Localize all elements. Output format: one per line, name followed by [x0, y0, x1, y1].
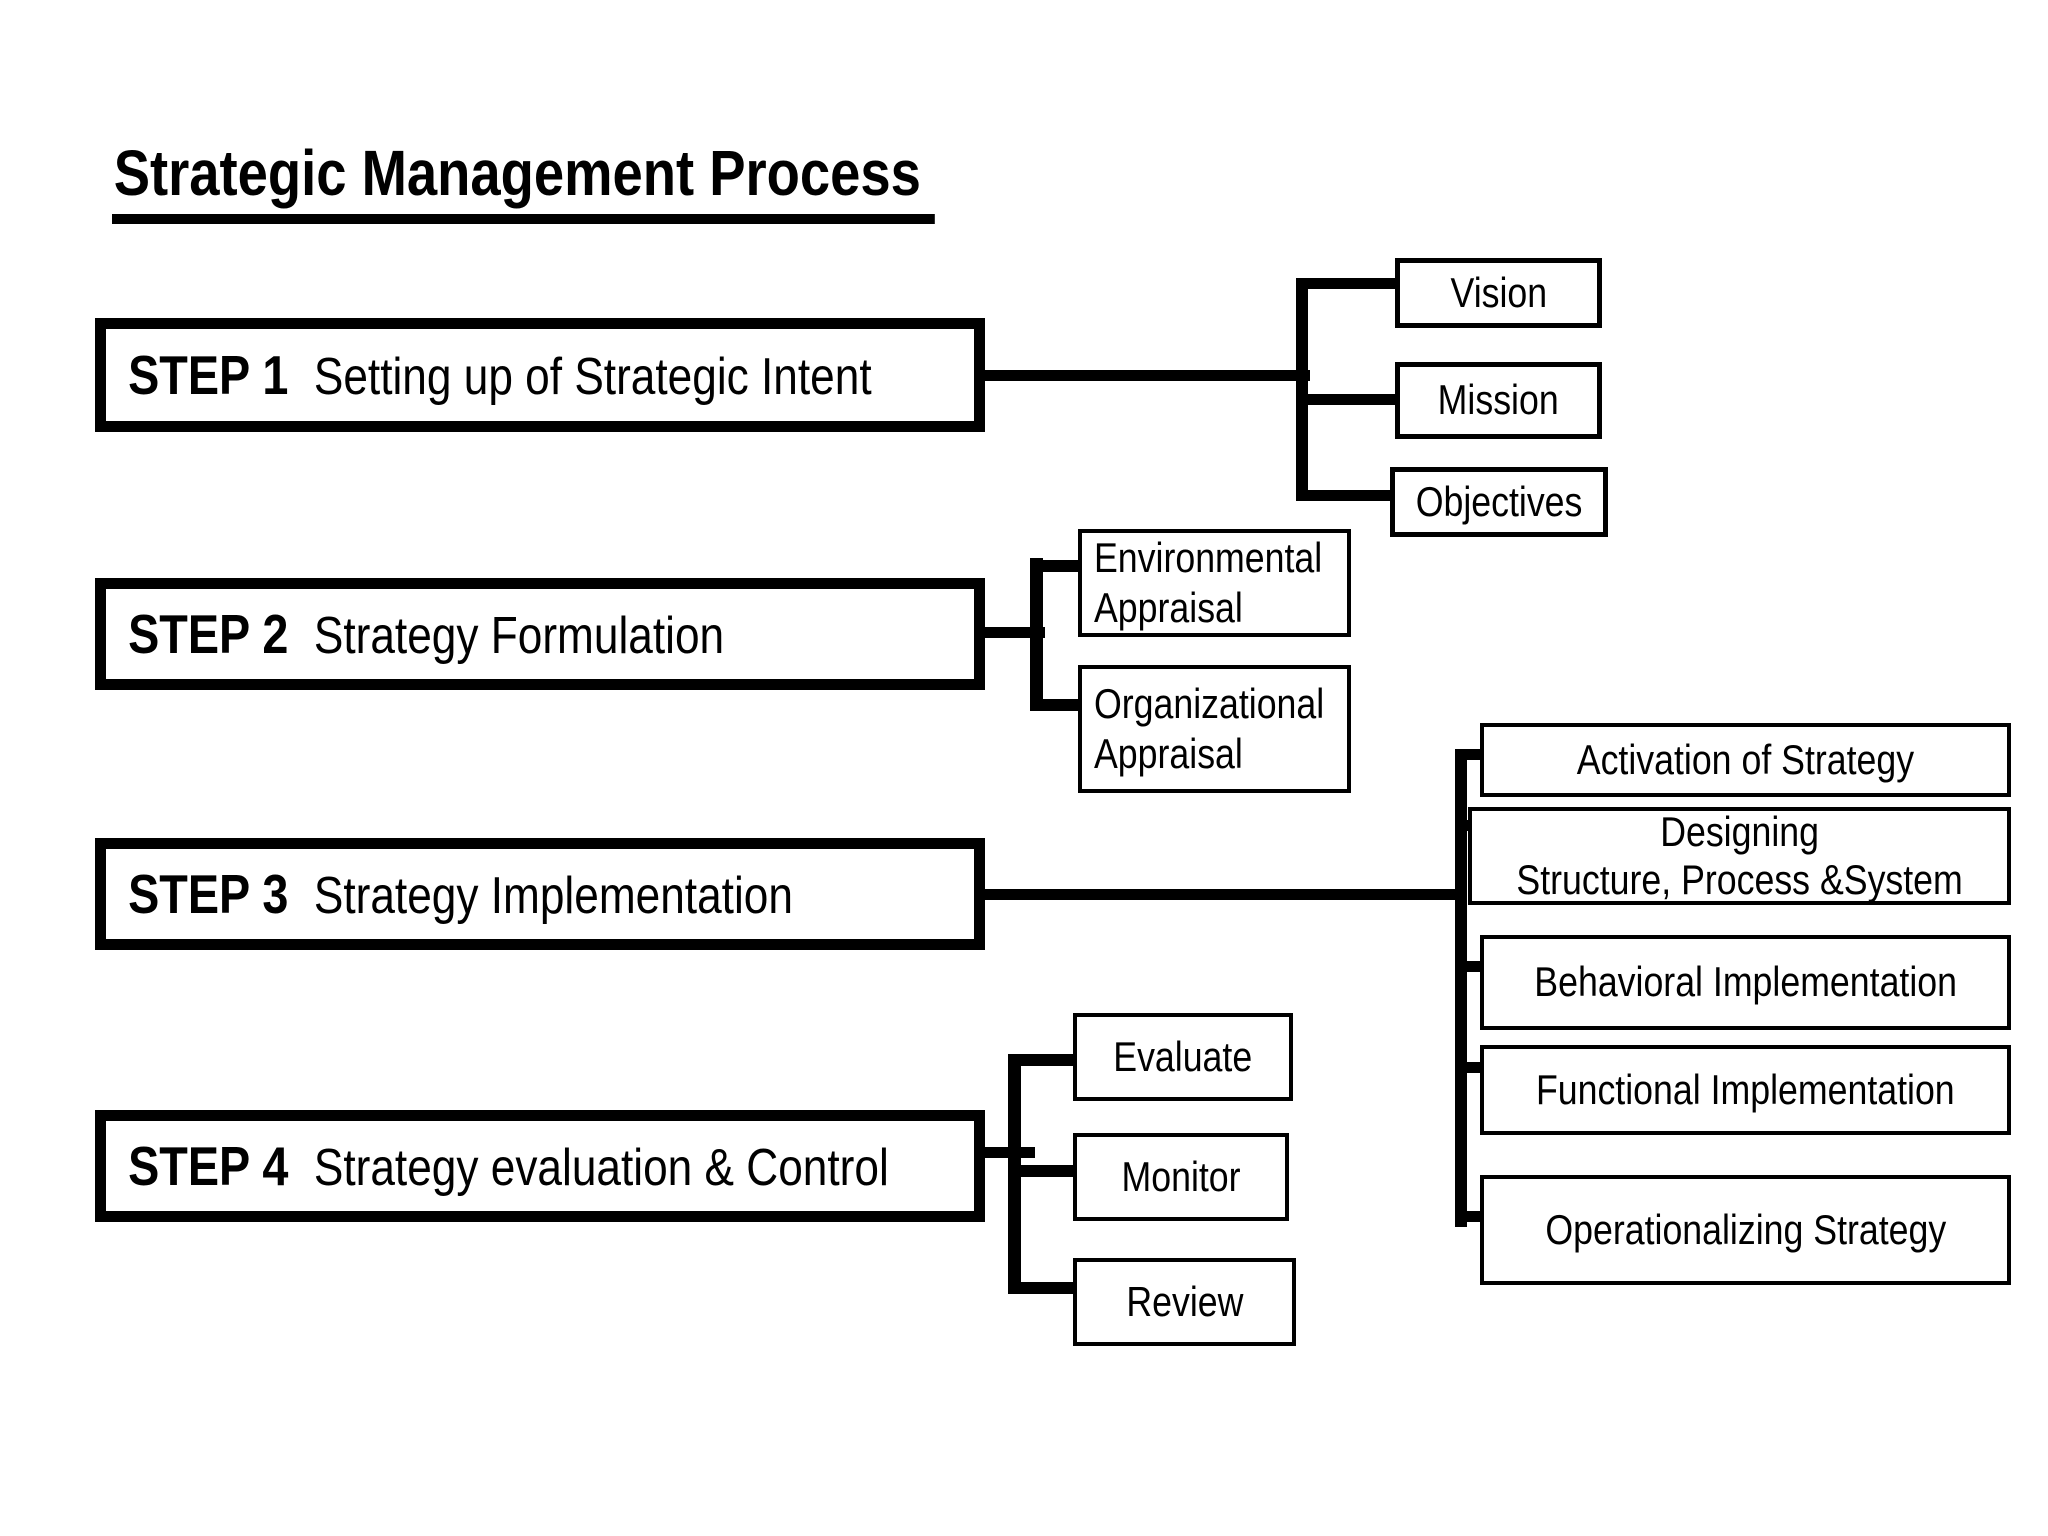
connector-line-review	[1008, 1282, 1078, 1294]
mission-box: Mission	[1395, 362, 1602, 439]
connector-line-organizational	[1030, 699, 1080, 711]
behavioral-implementation-label: Behavioral Implementation	[1534, 958, 1957, 1006]
activation-of-strategy-label: Activation of Strategy	[1576, 735, 1915, 783]
step-4-label: STEP 4	[128, 1135, 289, 1197]
connector-line-step4-main	[975, 1147, 1035, 1158]
step-3-label: STEP 3	[128, 863, 289, 925]
designing-structure-process-system-box: Designing Structure, Process &System	[1468, 807, 2011, 905]
operationalizing-strategy-label: Operationalizing Strategy	[1545, 1205, 1946, 1253]
step-2-label: STEP 2	[128, 603, 289, 665]
connector-line-mission	[1296, 394, 1396, 405]
step-1-name: Setting up of Strategic Intent	[313, 348, 872, 406]
activation-of-strategy-box: Activation of Strategy	[1480, 723, 2011, 797]
review-box: Review	[1073, 1258, 1296, 1346]
connector-line-step1-spine	[1296, 278, 1308, 501]
environmental-appraisal-label: Environmental Appraisal	[1094, 533, 1323, 631]
monitor-label: Monitor	[1121, 1152, 1241, 1200]
review-label: Review	[1125, 1277, 1244, 1325]
connector-line-step3-main	[975, 889, 1467, 900]
step-4-name: Strategy evaluation & Control	[313, 1139, 889, 1197]
connector-line-step2-main	[975, 627, 1045, 638]
connector-line-step2-spine	[1030, 558, 1043, 711]
step-2-name: Strategy Formulation	[313, 607, 725, 665]
step-1-box: STEP 1 Setting up of Strategic Intent	[95, 318, 985, 432]
organizational-appraisal-box: Organizational Appraisal	[1078, 665, 1351, 793]
operationalizing-strategy-box: Operationalizing Strategy	[1480, 1175, 2011, 1285]
vision-label: Vision	[1450, 268, 1547, 316]
step-1-label: STEP 1	[128, 344, 289, 406]
connector-line-vision	[1296, 278, 1396, 289]
step-3-box: STEP 3 Strategy Implementation	[95, 838, 985, 950]
connector-line-designing	[1455, 820, 1475, 831]
designing-structure-process-system-label: Designing Structure, Process &System	[1516, 807, 1963, 903]
step-2-box: STEP 2 Strategy Formulation	[95, 578, 985, 690]
environmental-appraisal-box: Environmental Appraisal	[1078, 529, 1351, 637]
connector-line-behavioral	[1455, 961, 1485, 972]
step-3-text: STEP 3 Strategy Implementation	[106, 862, 793, 926]
page-title: Strategic Management Process	[112, 138, 935, 225]
behavioral-implementation-box: Behavioral Implementation	[1480, 935, 2011, 1030]
step-3-name: Strategy Implementation	[313, 867, 793, 925]
step-4-box: STEP 4 Strategy evaluation & Control	[95, 1110, 985, 1222]
evaluate-label: Evaluate	[1113, 1032, 1253, 1080]
connector-line-functional	[1455, 1062, 1485, 1073]
step-2-text: STEP 2 Strategy Formulation	[106, 602, 724, 666]
connector-line-objectives	[1296, 490, 1392, 501]
functional-implementation-box: Functional Implementation	[1480, 1045, 2011, 1135]
connector-line-monitor	[1008, 1165, 1078, 1177]
connector-line-operationalizing	[1455, 1211, 1485, 1222]
organizational-appraisal-label: Organizational Appraisal	[1094, 679, 1325, 777]
step-1-text: STEP 1 Setting up of Strategic Intent	[106, 343, 872, 407]
functional-implementation-label: Functional Implementation	[1536, 1065, 1955, 1113]
connector-line-step1-main	[975, 370, 1310, 381]
objectives-label: Objectives	[1415, 477, 1583, 525]
connector-line-activation	[1455, 749, 1485, 760]
objectives-box: Objectives	[1390, 467, 1608, 537]
connector-line-step3-spine	[1455, 749, 1467, 1227]
mission-label: Mission	[1437, 376, 1560, 424]
monitor-box: Monitor	[1073, 1133, 1289, 1221]
connector-line-environmental	[1030, 560, 1080, 572]
evaluate-box: Evaluate	[1073, 1013, 1293, 1101]
step-4-text: STEP 4 Strategy evaluation & Control	[106, 1134, 889, 1198]
connector-line-evaluate	[1008, 1054, 1078, 1066]
vision-box: Vision	[1395, 258, 1602, 328]
